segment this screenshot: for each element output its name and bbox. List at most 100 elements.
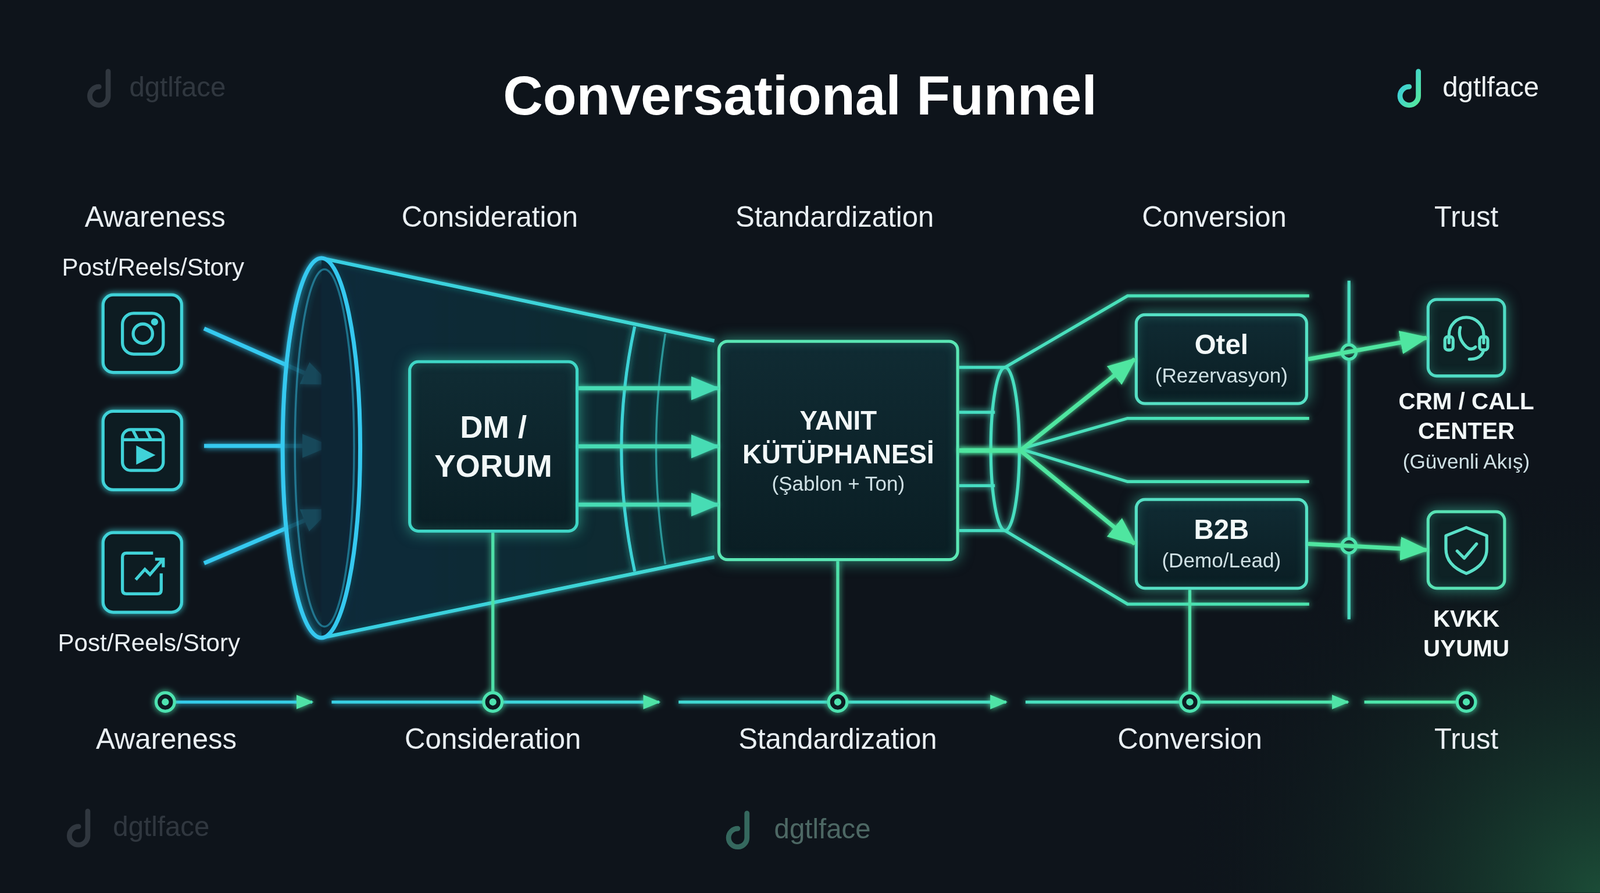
shield-icon	[1445, 527, 1487, 574]
watermark-logos	[69, 71, 1419, 848]
timeline-line	[1364, 700, 1458, 704]
node-caption: KVKK UYUMU	[1410, 604, 1523, 664]
dot-core	[1462, 698, 1470, 706]
timeline-dot	[1180, 693, 1200, 712]
timeline-dot	[1456, 693, 1476, 712]
leader-line	[491, 532, 495, 694]
headset-icon	[1444, 336, 1453, 350]
flow-arrow	[959, 450, 1135, 545]
watermark: dgtlface	[1442, 72, 1539, 104]
timeline-label: Consideration	[404, 723, 581, 756]
social-icons	[102, 294, 182, 613]
divider	[1348, 280, 1350, 620]
flow-arrow	[959, 359, 1135, 451]
outcome-box: B2B(Demo/Lead)	[1134, 497, 1309, 590]
timeline-arrow	[175, 700, 313, 704]
funnel-edge	[321, 258, 715, 638]
channel-label: Post/Reels/Story	[61, 252, 245, 282]
reels-icon	[122, 438, 164, 442]
icon-box: CRM / CALL CENTER(Güvenli Akış)	[1426, 297, 1507, 378]
divider-line	[1347, 280, 1351, 620]
stage-label: Trust	[1434, 201, 1499, 234]
reels-icon	[122, 429, 164, 471]
headset-icon	[1448, 317, 1484, 344]
leader-line	[836, 561, 839, 693]
reels-icon	[137, 447, 153, 463]
neck-ring	[990, 367, 1020, 531]
timeline-label: Awareness	[95, 723, 237, 756]
watermark: dgtlface	[129, 72, 226, 104]
flow-arrow	[578, 386, 718, 391]
funnel-mouth	[282, 258, 360, 638]
dot-core	[161, 698, 169, 706]
node-title: Otel	[1194, 330, 1249, 362]
dot-core	[834, 698, 842, 706]
diagram-title: Conversational Funnel	[502, 63, 1098, 127]
process-box: DM / YORUM	[408, 360, 579, 534]
funnel-ring	[621, 326, 635, 572]
stage-label: Conversion	[1141, 201, 1287, 234]
funnel	[282, 258, 714, 638]
node-title: DM / YORUM	[419, 408, 567, 485]
channel-label: Post/Reels/Story	[57, 628, 241, 657]
timeline-dot-cores	[161, 698, 1470, 706]
story-icon	[155, 559, 164, 568]
funnel-ring	[656, 333, 666, 565]
funnel-body	[321, 258, 715, 638]
dot-core	[1186, 698, 1194, 706]
spread-line	[1020, 418, 1310, 450]
funnel-neck	[959, 295, 1310, 605]
node-title: KVKK UYUMU	[1410, 604, 1523, 664]
timeline-dot	[483, 693, 503, 712]
flow-arrow	[1308, 543, 1427, 550]
instagram-icon	[122, 313, 164, 355]
spread-line	[1020, 448, 1310, 482]
node-subtitle: (Güvenli Akış)	[1364, 447, 1569, 476]
icon-frame	[102, 411, 182, 490]
instagram-icon	[152, 319, 157, 324]
flow-arrow	[1308, 337, 1427, 360]
watermark-logo	[1400, 71, 1419, 106]
watermark: dgtlface	[774, 813, 871, 846]
leader-line	[1188, 589, 1192, 693]
watermark-logo	[69, 811, 88, 845]
junction-dot	[1341, 344, 1357, 360]
timeline-dot	[156, 693, 175, 712]
timeline-label: Conversion	[1117, 723, 1263, 756]
node-title: YANIT KÜTÜPHANESİ	[728, 404, 948, 471]
timeline-label: Standardization	[738, 723, 938, 756]
icon-box: KVKK UYUMU	[1426, 510, 1507, 591]
stage-label: Standardization	[735, 201, 935, 234]
instagram-icon	[133, 323, 153, 344]
timeline-label: Trust	[1434, 723, 1499, 756]
headset-icon	[1469, 350, 1484, 360]
reels-icon	[145, 429, 152, 441]
reels-icon	[132, 429, 138, 441]
node-subtitle: (Demo/Lead)	[1161, 546, 1281, 574]
timeline	[175, 700, 1457, 704]
node-subtitle: (Rezervasyon)	[1155, 361, 1288, 389]
icon-frame	[102, 532, 182, 613]
timeline-dot	[828, 693, 848, 712]
headset-icon	[1479, 336, 1488, 350]
stage-label: Consideration	[401, 201, 578, 234]
node-caption: CRM / CALL CENTER(Güvenli Akış)	[1364, 386, 1569, 475]
phone-icon	[1459, 327, 1476, 349]
outcome-box: Otel(Rezervasyon)	[1134, 313, 1309, 406]
icon-frame	[102, 294, 182, 373]
funnel-mouth	[294, 269, 355, 627]
story-icon	[135, 560, 163, 580]
dot-core	[489, 698, 497, 706]
process-box: YANIT KÜTÜPHANESİ(Şablon + Ton)	[717, 339, 960, 562]
flow-arrow	[578, 444, 718, 449]
watermark: dgtlface	[112, 811, 210, 844]
stage-label: Awareness	[84, 201, 226, 234]
flow-arrow	[578, 502, 718, 507]
check-icon	[1456, 543, 1477, 559]
